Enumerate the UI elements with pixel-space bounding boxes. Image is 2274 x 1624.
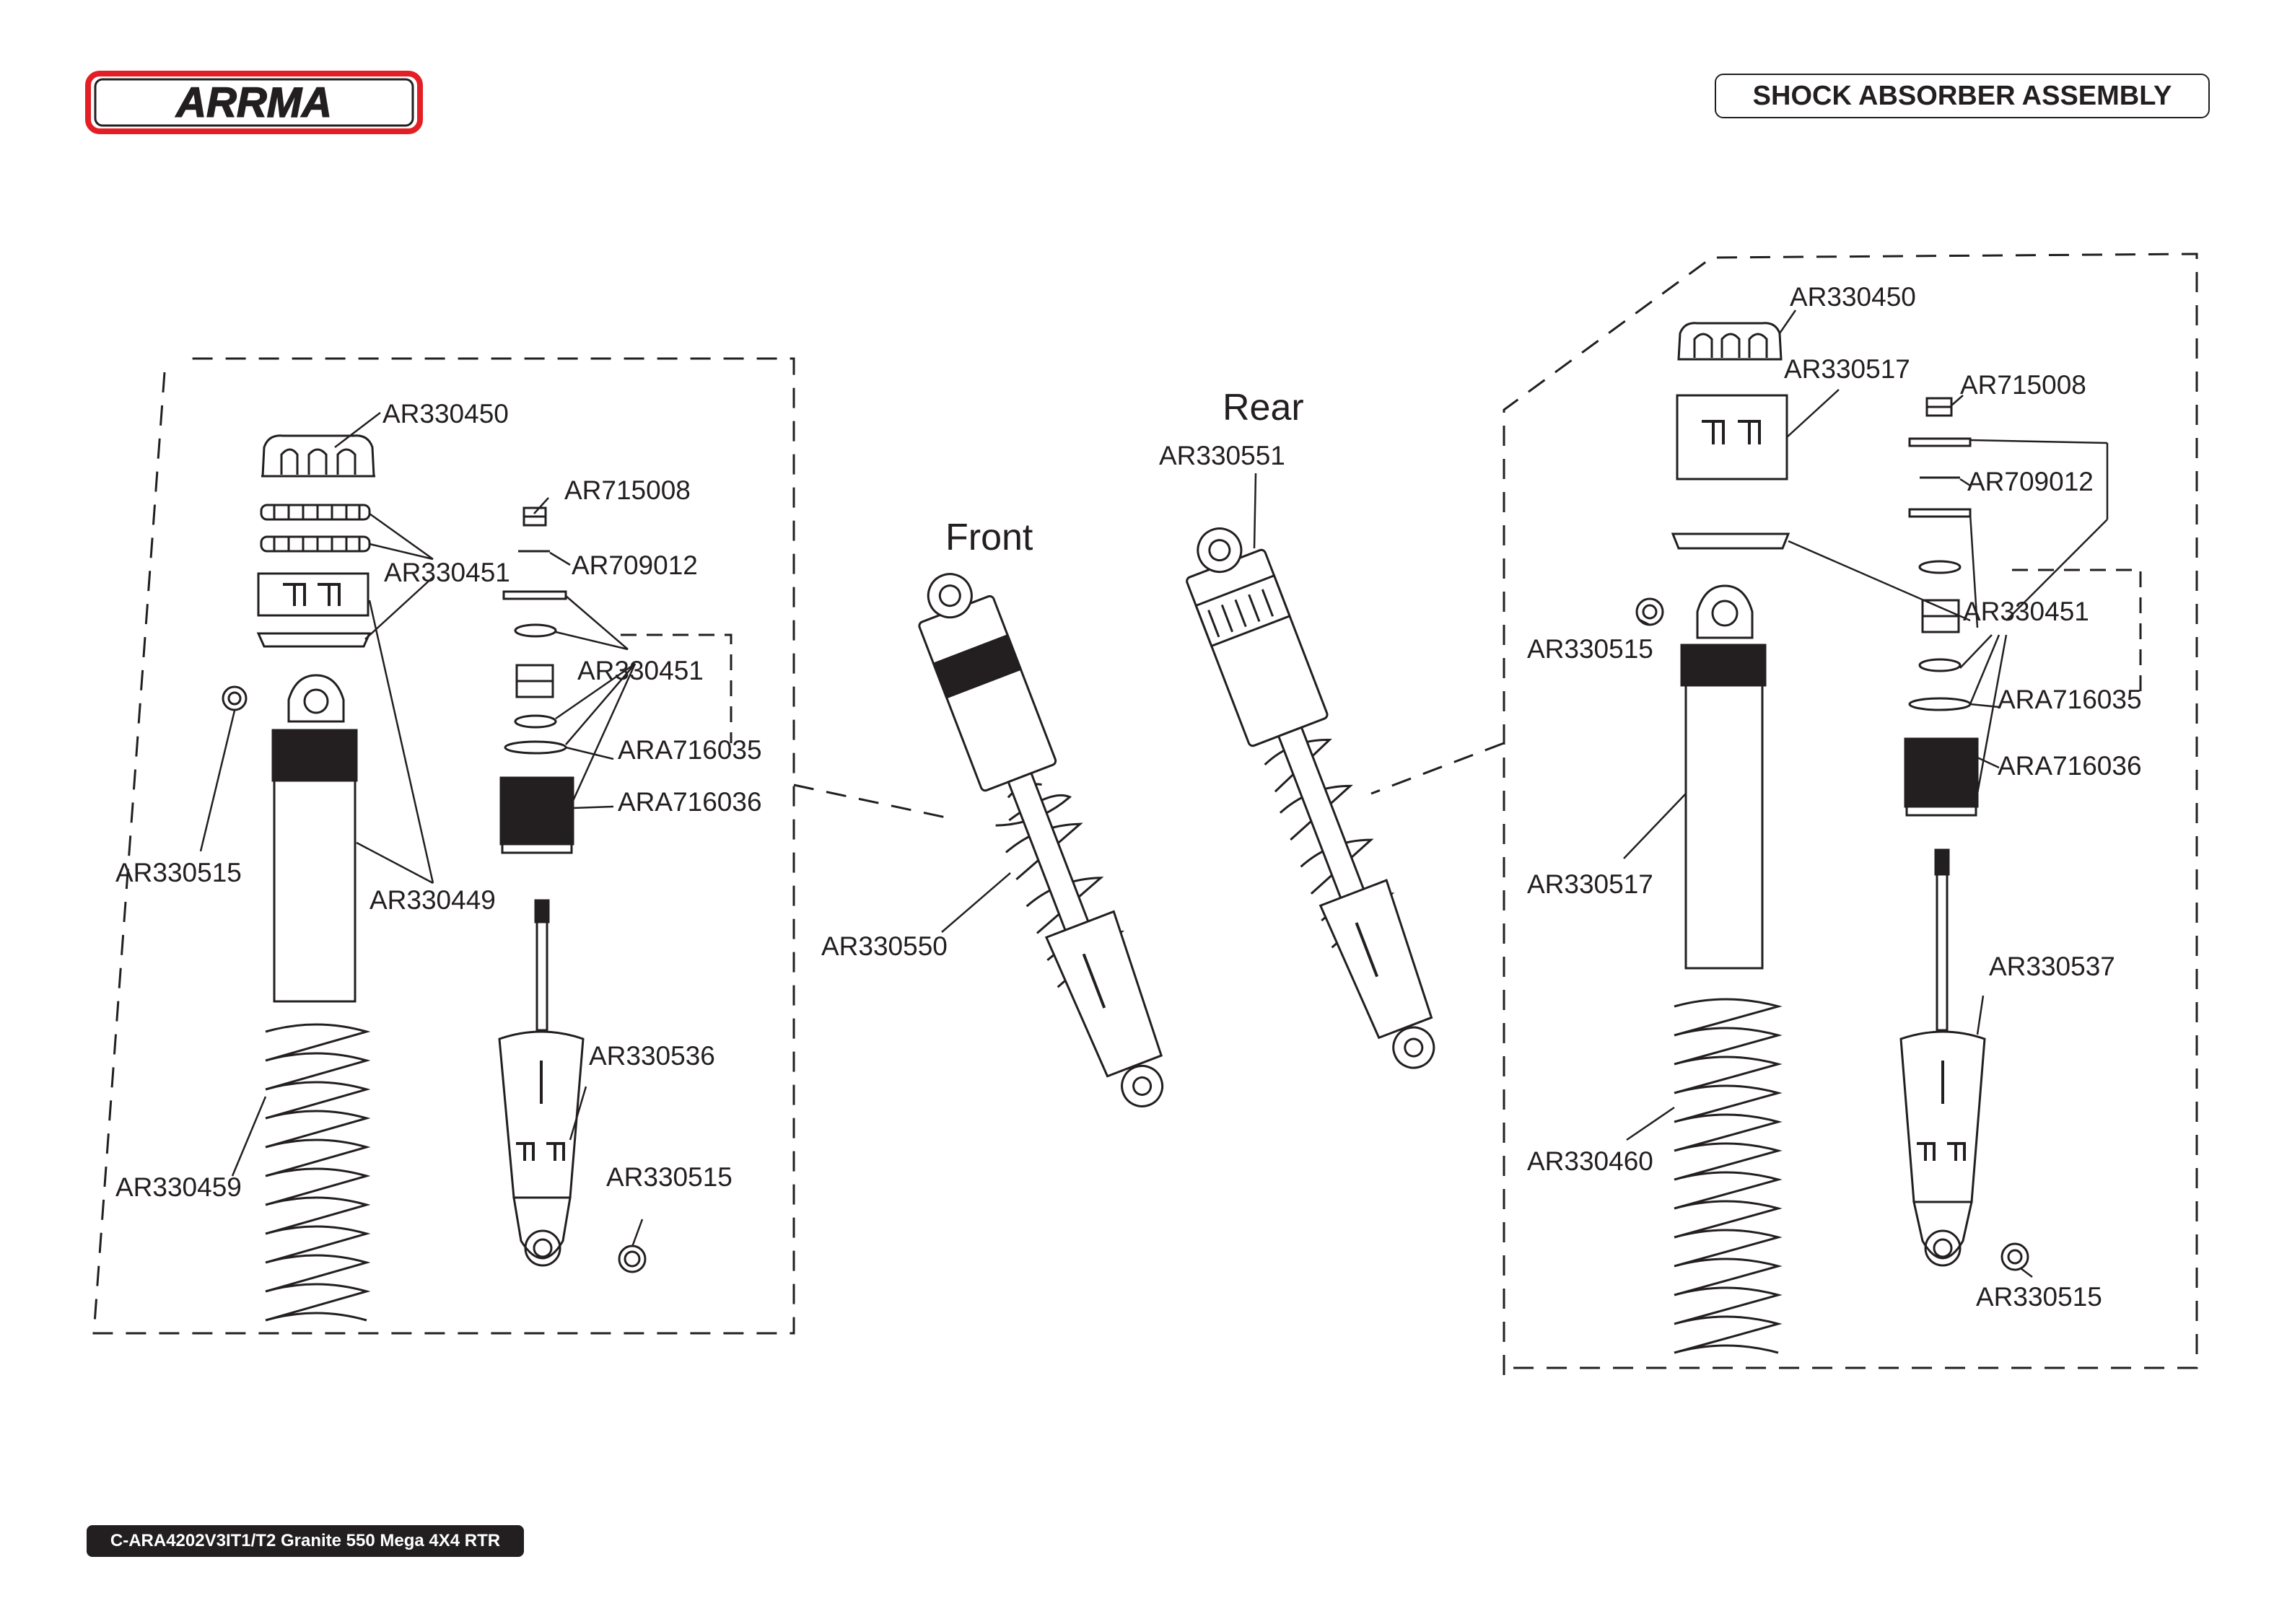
callout-left-seal: AR330451 xyxy=(577,656,704,685)
right-collar xyxy=(1676,394,1788,480)
left-cartridge-parts xyxy=(499,506,574,854)
callout-right-ball-end: AR330515 xyxy=(1976,1282,2102,1312)
left-group-frame xyxy=(92,357,795,1335)
left-ball-lower xyxy=(618,1245,647,1273)
right-shaft-assembly xyxy=(1899,848,1986,1267)
left-spring xyxy=(265,1023,371,1322)
callout-front-shock: AR330550 xyxy=(821,931,948,961)
rear-assembled-shock xyxy=(1186,527,1435,1069)
callout-right-collar: AR330517 xyxy=(1784,354,1910,384)
right-ball-lower xyxy=(2000,1242,2029,1271)
model-badge: C-ARA4202V3IT1/T2 Granite 550 Mega 4X4 R… xyxy=(87,1525,524,1557)
left-ball xyxy=(222,685,248,711)
callout-left-spring: AR330459 xyxy=(115,1172,242,1202)
right-spring xyxy=(1674,998,1783,1354)
arrma-logo: ARRMA xyxy=(85,71,423,134)
left-threaded-rings xyxy=(260,504,371,553)
callout-right-ball: AR330515 xyxy=(1527,634,1653,664)
callout-right-spring: AR330460 xyxy=(1527,1146,1653,1176)
left-cap xyxy=(261,434,375,478)
callout-left-cartridge-b: ARA716036 xyxy=(618,787,762,817)
callout-left-nut: AR715008 xyxy=(564,475,691,505)
heading-rear: Rear xyxy=(1223,387,1304,429)
callout-right-cartridge-b: ARA716036 xyxy=(1998,751,2142,781)
left-cartridge-frame xyxy=(621,633,733,743)
left-collar xyxy=(257,572,369,617)
left-shaft-assembly xyxy=(498,899,585,1267)
left-seal-ring xyxy=(256,632,372,648)
callout-left-shaft: AR330536 xyxy=(589,1041,715,1071)
callout-right-body: AR330517 xyxy=(1527,869,1653,899)
callout-rear-shock: AR330551 xyxy=(1159,441,1285,470)
right-cartridge-frame xyxy=(2012,569,2142,693)
brand-text: ARRMA xyxy=(175,79,332,126)
callout-left-cartridge-a: ARA716035 xyxy=(618,735,762,765)
callout-left-ball-end: AR330515 xyxy=(606,1162,733,1192)
callout-left-cap: AR330450 xyxy=(382,399,509,429)
right-seal-ring xyxy=(1671,532,1790,550)
leader-lines xyxy=(199,310,2109,1278)
callout-right-nut: AR715008 xyxy=(1960,370,2086,400)
front-assembled-shock xyxy=(918,573,1164,1107)
left-body xyxy=(271,674,358,1003)
callout-left-body: AR330449 xyxy=(369,885,496,915)
connector-dashes xyxy=(793,742,1505,820)
right-body xyxy=(1680,584,1767,970)
callout-right-washers: AR330451 xyxy=(1963,597,2089,626)
callout-right-cartridge-a: ARA716035 xyxy=(1998,685,2142,714)
callout-left-oring: AR709012 xyxy=(572,550,698,580)
section-title: SHOCK ABSORBER ASSEMBLY xyxy=(1715,74,2210,118)
callout-right-cap: AR330450 xyxy=(1790,282,1916,312)
right-cap xyxy=(1677,322,1783,361)
callout-right-oring: AR709012 xyxy=(1967,467,2094,496)
callout-right-shaft: AR330537 xyxy=(1989,952,2115,981)
heading-front: Front xyxy=(945,517,1033,558)
callout-left-washers: AR330451 xyxy=(384,558,510,587)
callout-left-ball: AR330515 xyxy=(115,858,242,887)
right-group-frame xyxy=(1503,253,2198,1375)
